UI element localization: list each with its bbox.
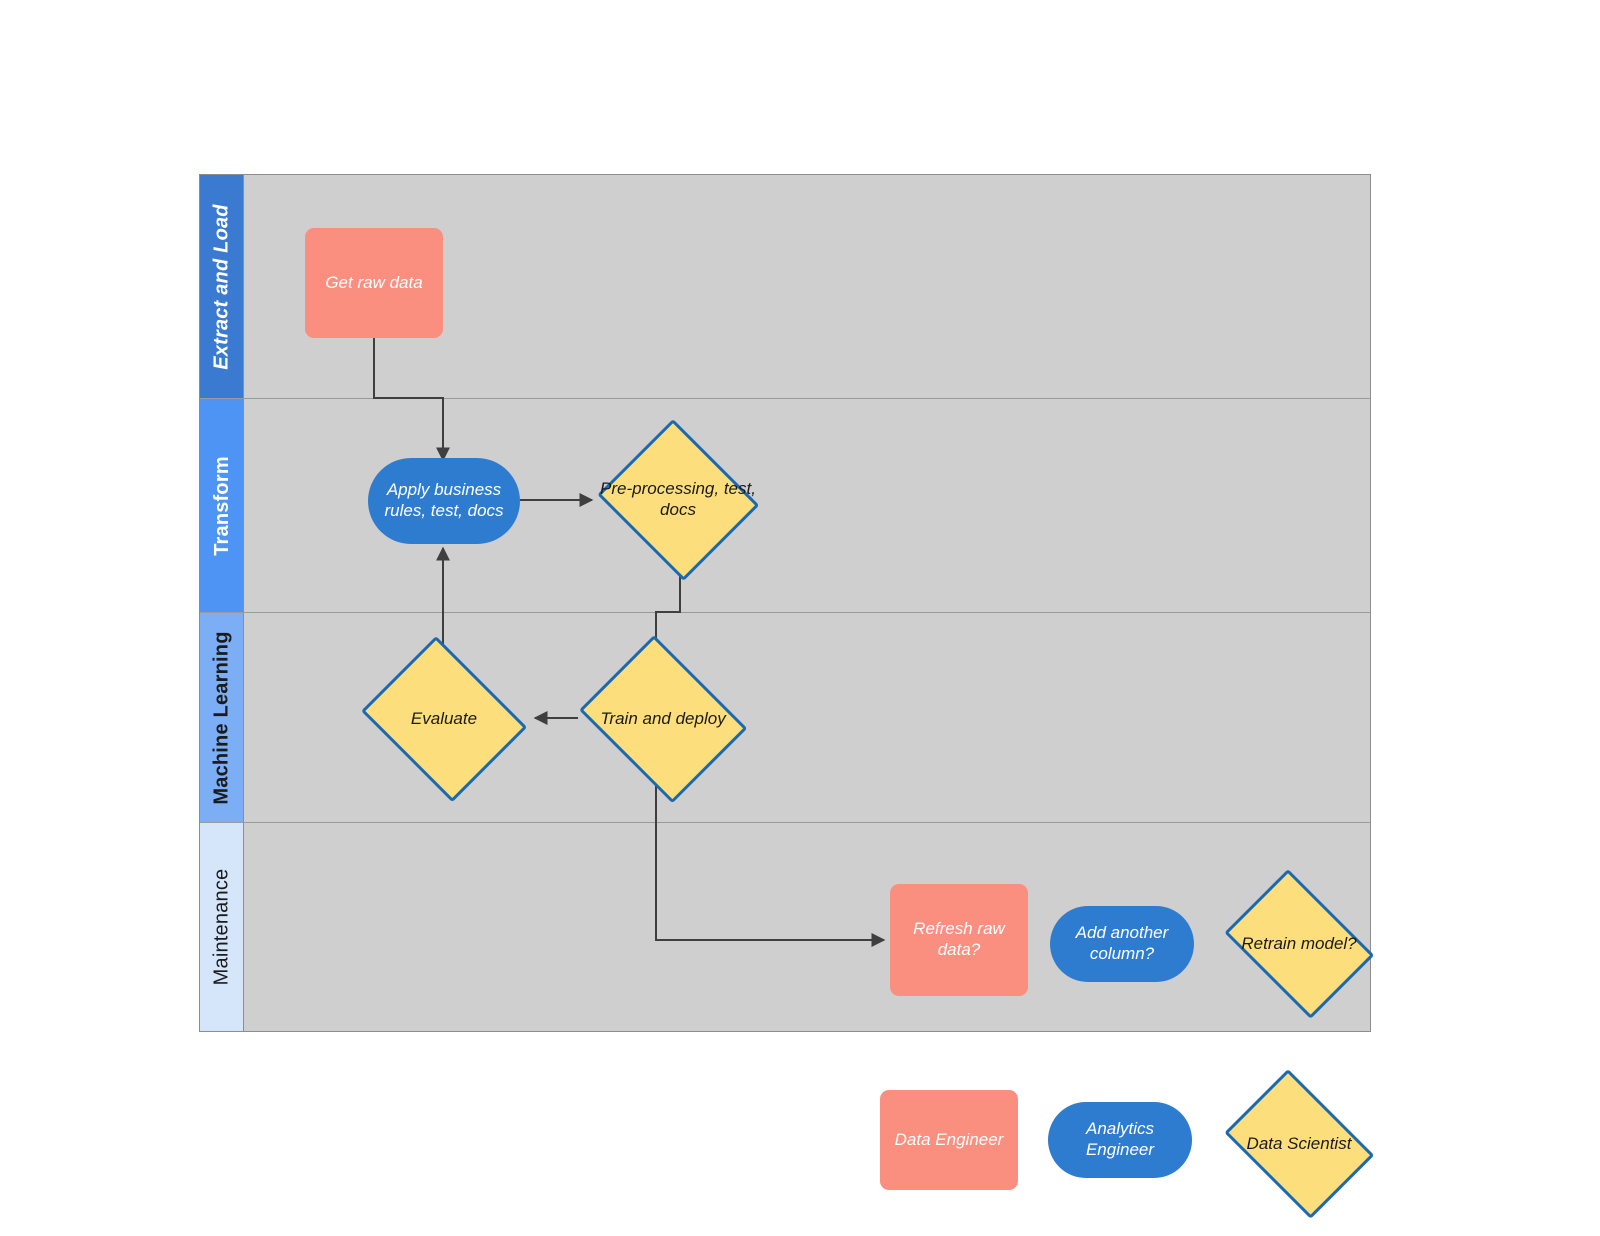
lane-label-transform: Transform — [210, 455, 233, 556]
lane-label-extract-and-load: Extract and Load — [210, 203, 233, 370]
lane-header-transform: Transform — [200, 399, 244, 612]
legend-item-data-scientist: Data Scientist — [1213, 1069, 1385, 1219]
legend-label-analytics-engineer: Analytics Engineer — [1085, 1119, 1155, 1159]
node-add-another-column[interactable]: Add another column? — [1050, 906, 1194, 982]
legend-item-analytics-engineer: Analytics Engineer — [1048, 1102, 1192, 1178]
node-apply-business-rules[interactable]: Apply business rules, test, docs — [368, 458, 520, 544]
node-label-train-and-deploy: Train and deploy — [600, 708, 726, 728]
lane-maintenance: Maintenance — [200, 823, 1370, 1031]
legend-label-data-engineer: Data Engineer — [894, 1129, 1004, 1149]
node-label-apply-business-rules: Apply business rules, test, docs — [384, 480, 504, 520]
lane-header-machine-learning: Machine Learning — [200, 613, 244, 822]
node-pre-processing[interactable]: Pre-processing, test, docs — [592, 419, 764, 581]
lane-header-extract-and-load: Extract and Load — [200, 175, 244, 398]
node-label-add-another-column: Add another column? — [1075, 923, 1169, 963]
lane-header-maintenance: Maintenance — [200, 823, 244, 1031]
node-get-raw-data[interactable]: Get raw data — [305, 228, 443, 338]
node-retrain-model[interactable]: Retrain model? — [1213, 869, 1385, 1019]
node-label-pre-processing: Pre-processing, test, docs — [600, 479, 756, 519]
lane-label-maintenance: Maintenance — [210, 868, 233, 986]
lane-body-maintenance — [244, 823, 1370, 1031]
legend-label-data-scientist: Data Scientist — [1246, 1133, 1352, 1153]
legend: Data Engineer Analytics Engineer Data Sc… — [880, 1069, 1380, 1219]
node-evaluate[interactable]: Evaluate — [353, 636, 535, 802]
node-label-evaluate: Evaluate — [410, 708, 478, 728]
node-refresh-raw-data[interactable]: Refresh raw data? — [890, 884, 1028, 996]
node-label-refresh-raw-data: Refresh raw data? — [913, 919, 1005, 959]
node-label-retrain-model: Retrain model? — [1241, 933, 1357, 953]
lane-label-machine-learning: Machine Learning — [210, 630, 233, 805]
node-train-and-deploy[interactable]: Train and deploy — [570, 635, 756, 803]
legend-item-data-engineer: Data Engineer — [880, 1090, 1018, 1190]
node-label-get-raw-data: Get raw data — [325, 272, 423, 292]
